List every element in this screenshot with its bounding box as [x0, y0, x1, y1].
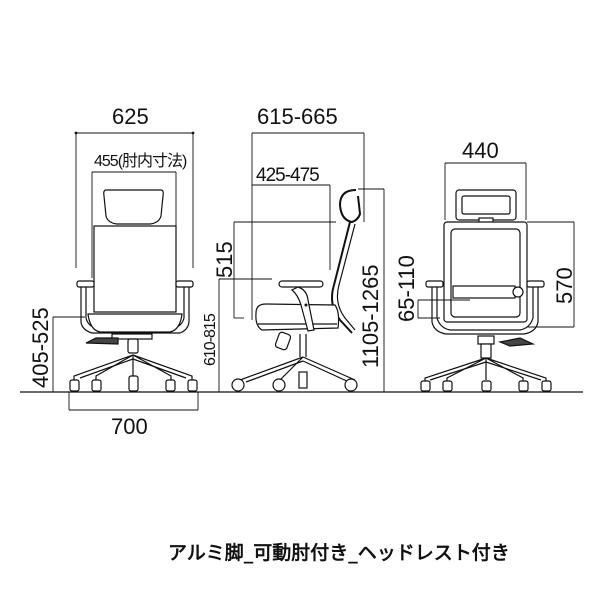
- dim-armrest-height: 610-815: [202, 313, 219, 366]
- caption: アルミ脚_可動肘付き_ヘッドレスト付き: [168, 542, 510, 564]
- dim-overall-height: 1105-1265: [358, 264, 383, 368]
- dim-overall-width: 625: [112, 104, 149, 129]
- dim-seat-height: 405-525: [28, 307, 53, 388]
- side-view: 615-665 425-475 515 610-815 1105-1265: [202, 104, 385, 392]
- back-view: 440 570 65-110: [394, 138, 577, 392]
- dim-overall-depth: 615-665: [257, 104, 338, 129]
- dim-backrest-height: 515: [212, 241, 237, 278]
- dim-armrest-inner-width: 455(肘内寸法): [94, 152, 187, 170]
- front-view: 625 455(肘内寸法) 405-525: [28, 104, 199, 439]
- dim-armrest-height-back: 65-110: [394, 255, 419, 322]
- dim-backrest-height-back: 570: [552, 267, 577, 304]
- dim-seat-depth: 425-475: [256, 165, 319, 186]
- dim-base-width: 700: [111, 414, 148, 439]
- dim-backrest-width: 440: [462, 138, 499, 163]
